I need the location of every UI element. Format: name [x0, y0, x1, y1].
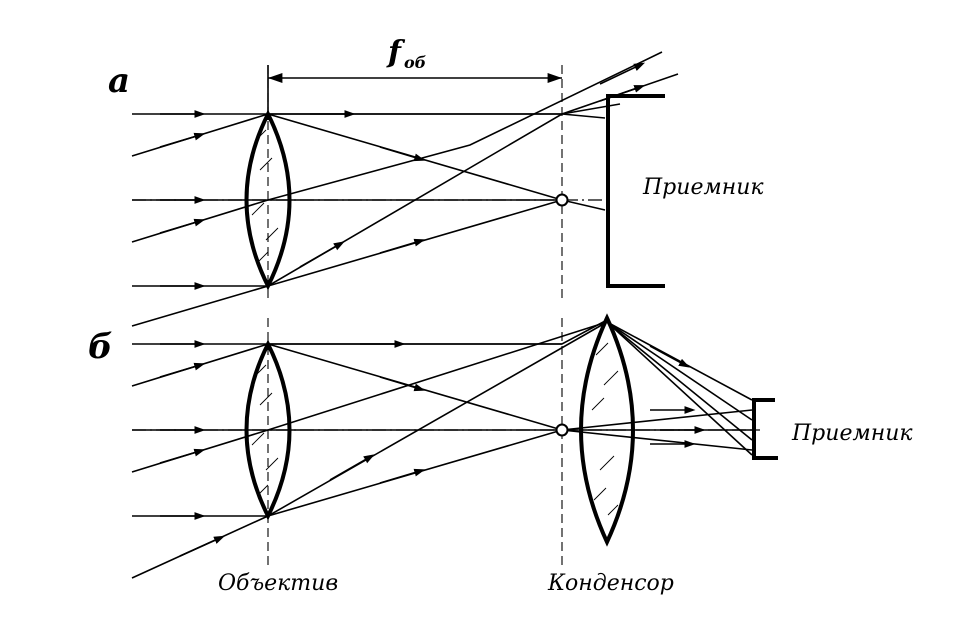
focal-point-a — [555, 193, 569, 207]
parallel-rays-b — [132, 319, 752, 520]
part-a-label: а — [108, 61, 130, 101]
receiver-a — [606, 94, 665, 288]
receiver-b-label: Приемник — [791, 421, 913, 446]
oblique-rays-b — [131, 321, 608, 579]
part-b-label: б — [88, 327, 113, 367]
condenser-label: Конденсор — [547, 571, 674, 596]
focal-point-b — [555, 423, 569, 437]
part-b-scheme: б — [88, 313, 913, 596]
receiver-a-label: Приемник — [642, 175, 764, 200]
condenser-output-rays — [561, 321, 753, 456]
parallel-rays-a — [132, 103, 621, 290]
receiver-b — [752, 398, 778, 460]
condenser-lens — [579, 313, 635, 547]
oblique-rays-a — [131, 51, 679, 327]
objective-label: Объектив — [218, 571, 338, 596]
